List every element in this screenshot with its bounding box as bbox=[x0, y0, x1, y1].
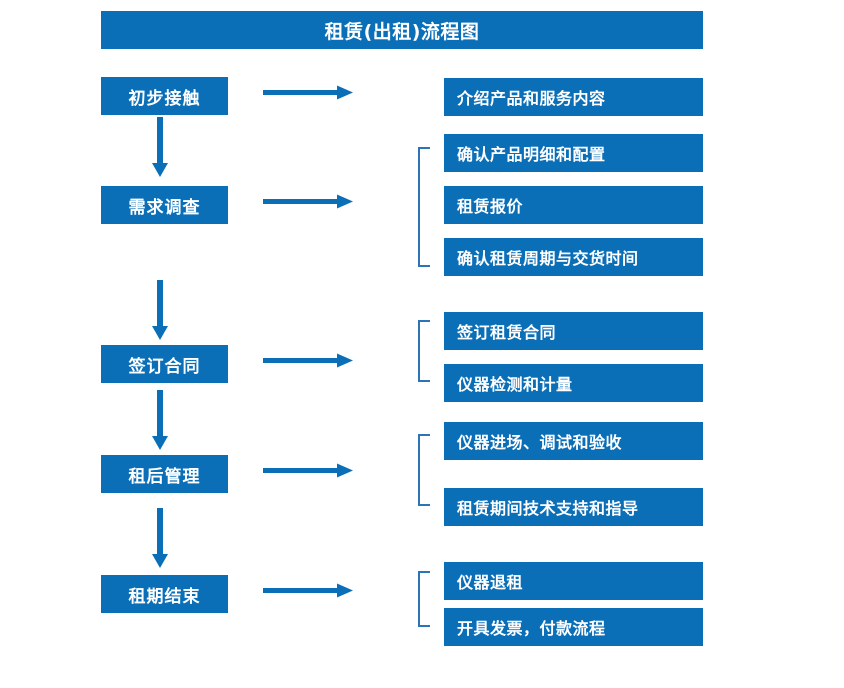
bracket-stage2-task-group bbox=[417, 147, 431, 267]
task-box-zulin-qijian-jishu-zhichi[interactable]: 租赁期间技术支持和指导 bbox=[444, 488, 703, 526]
task-box-zulin-baojia[interactable]: 租赁报价 bbox=[444, 186, 703, 224]
task-box-yiqi-jiance-jiliang[interactable]: 仪器检测和计量 bbox=[444, 364, 703, 402]
stage-box-qianding-hetong[interactable]: 签订合同 bbox=[101, 345, 228, 383]
task-box-queren-zulin-zhouqi[interactable]: 确认租赁周期与交货时间 bbox=[444, 238, 703, 276]
diagram-title: 租赁(出租)流程图 bbox=[101, 11, 703, 49]
bracket-stage5-task-group bbox=[417, 571, 431, 627]
arrow-down-stage4-to-stage5 bbox=[150, 508, 170, 570]
stage-box-zuhou-guanli[interactable]: 租后管理 bbox=[101, 455, 228, 493]
arrow-right-stage2-to-tasks bbox=[263, 192, 355, 212]
task-box-yiqi-tuizu[interactable]: 仪器退租 bbox=[444, 562, 703, 600]
task-box-queren-chanpin-mingxi[interactable]: 确认产品明细和配置 bbox=[444, 134, 703, 172]
arrow-down-stage1-to-stage2 bbox=[150, 117, 170, 179]
task-box-kaiju-fapiao-fukuan[interactable]: 开具发票，付款流程 bbox=[444, 608, 703, 646]
stage-box-xuqiu-diaocha[interactable]: 需求调查 bbox=[101, 186, 228, 224]
task-box-jieshao-chanpin-fuwu[interactable]: 介绍产品和服务内容 bbox=[444, 78, 703, 116]
arrow-down-stage2-to-stage3 bbox=[150, 280, 170, 342]
task-box-yiqi-jinchang-tiaoshi[interactable]: 仪器进场、调试和验收 bbox=[444, 422, 703, 460]
stage-box-zuqi-jieshu[interactable]: 租期结束 bbox=[101, 575, 228, 613]
arrow-right-stage5-to-tasks bbox=[263, 581, 355, 601]
task-box-qianding-zulin-hetong[interactable]: 签订租赁合同 bbox=[444, 312, 703, 350]
arrow-right-stage3-to-tasks bbox=[263, 351, 355, 371]
bracket-stage4-task-group bbox=[417, 434, 431, 506]
arrow-right-stage1-to-tasks bbox=[263, 83, 355, 103]
stage-box-chubu-jiechu[interactable]: 初步接触 bbox=[101, 77, 228, 115]
arrow-down-stage3-to-stage4 bbox=[150, 390, 170, 452]
arrow-right-stage4-to-tasks bbox=[263, 461, 355, 481]
bracket-stage3-task-group bbox=[417, 320, 431, 382]
